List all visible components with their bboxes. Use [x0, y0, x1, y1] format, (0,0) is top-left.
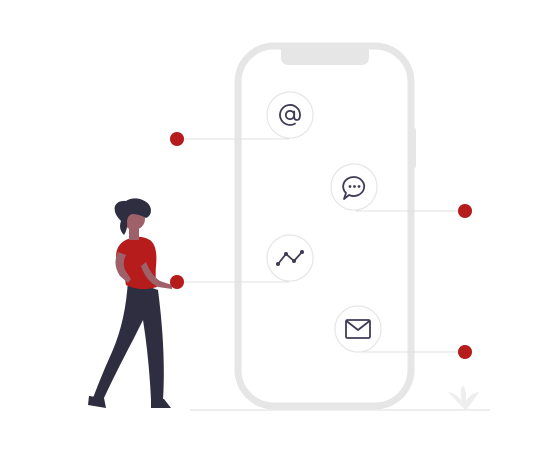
- person-shoe-right: [151, 399, 171, 408]
- accent-dot-held: [170, 275, 184, 289]
- person-pants: [93, 279, 164, 400]
- at-sign-icon: [266, 91, 314, 139]
- phone-notch: [281, 49, 369, 65]
- chat-bubble-icon: [330, 163, 378, 211]
- phone-side-button: [411, 128, 416, 168]
- phone-outline: [234, 42, 415, 410]
- person-arm-front: [141, 262, 172, 289]
- phone-device: [234, 42, 416, 410]
- person-figure: [88, 198, 172, 408]
- accent-dot-1: [170, 132, 184, 146]
- accent-dot-3: [458, 345, 472, 359]
- person-shoe-left: [88, 396, 106, 408]
- envelope-icon: [334, 305, 382, 353]
- person-neck: [129, 228, 139, 240]
- person-arm-back: [115, 252, 131, 283]
- plant-decoration: [448, 385, 479, 409]
- accent-dot-2: [458, 204, 472, 218]
- person-hair: [114, 198, 151, 235]
- trend-line-icon: [266, 234, 314, 282]
